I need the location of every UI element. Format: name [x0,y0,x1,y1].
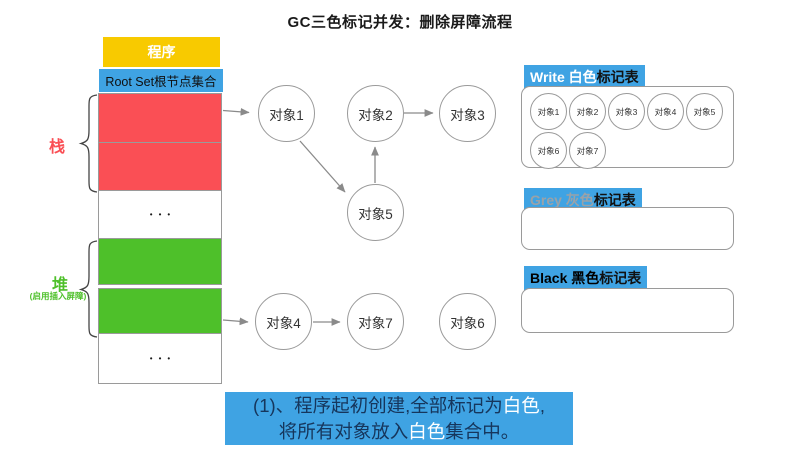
ellipsis: ••• [149,354,177,363]
white-item: 对象6 [530,132,567,169]
node-obj1: 对象1 [258,85,315,142]
white-item: 对象7 [569,132,606,169]
node-obj7: 对象7 [347,293,404,350]
ellipsis: ••• [149,210,177,219]
grey-table-box [521,207,734,250]
caption-box: (1)、程序起初创建,全部标记为白色, 将所有对象放入白色集合中。 [225,392,573,445]
arrow-stack-to-obj1 [222,107,250,116]
white-item: 对象2 [569,93,606,130]
node-obj5: 对象5 [347,184,404,241]
black-table-label-prefix: Black 黑色 [530,270,600,286]
heap-block-2 [98,288,222,334]
caption-highlight: 白色 [502,394,540,416]
white-item: 对象4 [647,93,684,130]
heap-sublabel: (启用插入屏障) [29,291,87,301]
heap-block-1 [98,238,222,285]
caption-highlight: 白色 [408,420,446,442]
white-table-label-prefix: Write 白色 [530,69,597,85]
caption-text: 将所有对象放入 [278,420,409,442]
stack-block-2 [98,142,222,191]
caption-text: (1)、程序起初创建,全部标记为 [253,394,503,416]
stack-label: 栈 [49,139,66,156]
grey-table-label-suffix: 标记表 [593,192,636,208]
white-item: 对象5 [686,93,723,130]
black-table-box [521,288,734,333]
arrow-obj1-to-obj5 [299,140,346,193]
memory-gap-2: ••• [98,333,222,384]
caption-line-2: 将所有对象放入白色集合中。 [225,419,573,445]
caption-line-1: (1)、程序起初创建,全部标记为白色, [225,393,573,419]
memory-gap-1: ••• [98,190,222,239]
white-item: 对象1 [530,93,567,130]
heap-spacer [98,285,222,289]
stack-brace-icon [78,94,98,193]
arrow-heap-to-obj4 [222,317,249,326]
memory-column: ••• ••• [98,93,222,384]
node-obj2: 对象2 [347,85,404,142]
page-title: GC三色标记并发：删除屏障流程 [287,14,513,31]
white-table-box: 对象1 对象2 对象3 对象4 对象5 对象6 对象7 [521,86,734,170]
node-obj4: 对象4 [255,293,312,350]
heap-brace-icon [78,240,98,338]
black-table-label-suffix: 标记表 [599,270,642,286]
program-box: 程序 [103,37,220,67]
white-item: 对象3 [608,93,645,130]
caption-text: , [539,394,545,416]
root-set-bar: Root Set根节点集合 [99,69,223,92]
stack-block-1 [98,93,222,143]
grey-table-label-prefix: Grey 灰色 [530,192,594,208]
node-obj6: 对象6 [439,293,496,350]
node-obj3: 对象3 [439,85,496,142]
caption-text: 集合中。 [445,420,520,442]
black-table-label: Black 黑色标记表 [524,266,648,291]
heap-label: 堆 [52,277,69,294]
white-table-label-suffix: 标记表 [596,69,639,85]
white-table-label: Write 白色标记表 [524,65,645,90]
white-table-items: 对象1 对象2 对象3 对象4 对象5 对象6 对象7 [522,87,734,170]
